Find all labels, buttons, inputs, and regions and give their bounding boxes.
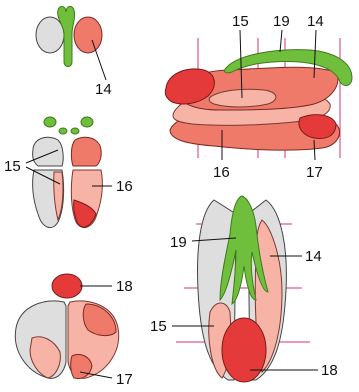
label-16-mid-left: 16: [116, 178, 133, 195]
green-dot-3: [71, 128, 79, 134]
section-top-left: 14: [36, 6, 112, 98]
label-17-bottom-left: 17: [116, 371, 133, 388]
label-14-right-top: 14: [307, 13, 324, 30]
label-18-right-bottom: 18: [321, 362, 338, 379]
upper-right-lobe: [71, 137, 101, 166]
red-nucleus-top: [52, 274, 82, 298]
label-14-right-bottom: 14: [305, 248, 322, 265]
green-dot-4: [81, 117, 93, 127]
label-14-top-left: 14: [95, 81, 112, 98]
label-17-right-top: 17: [306, 164, 323, 181]
green-dot-1: [44, 117, 56, 127]
label-15-right-top: 15: [232, 13, 249, 30]
red-lobe-right: [74, 17, 102, 53]
upper-left-lobe: [33, 137, 64, 166]
label-18-bottom-left: 18: [116, 278, 133, 295]
label-19-right-top: 19: [273, 13, 290, 30]
label-15-mid-left: 15: [4, 158, 21, 175]
section-right-bottom: 19 14 15 18: [150, 196, 338, 382]
label-16-right-top: 16: [213, 164, 230, 181]
label-19-right-bottom: 19: [170, 234, 187, 251]
grey-lobe-left: [36, 17, 64, 53]
red-nucleus-bottom: [222, 318, 266, 382]
section-mid-left: 15 16: [4, 117, 133, 228]
section-bottom-left: 18 17: [15, 274, 132, 388]
label-15-right-bottom: 15: [150, 318, 167, 335]
section-right-top: 15 19 14 16 17: [165, 13, 352, 181]
green-dot-2: [59, 128, 67, 134]
